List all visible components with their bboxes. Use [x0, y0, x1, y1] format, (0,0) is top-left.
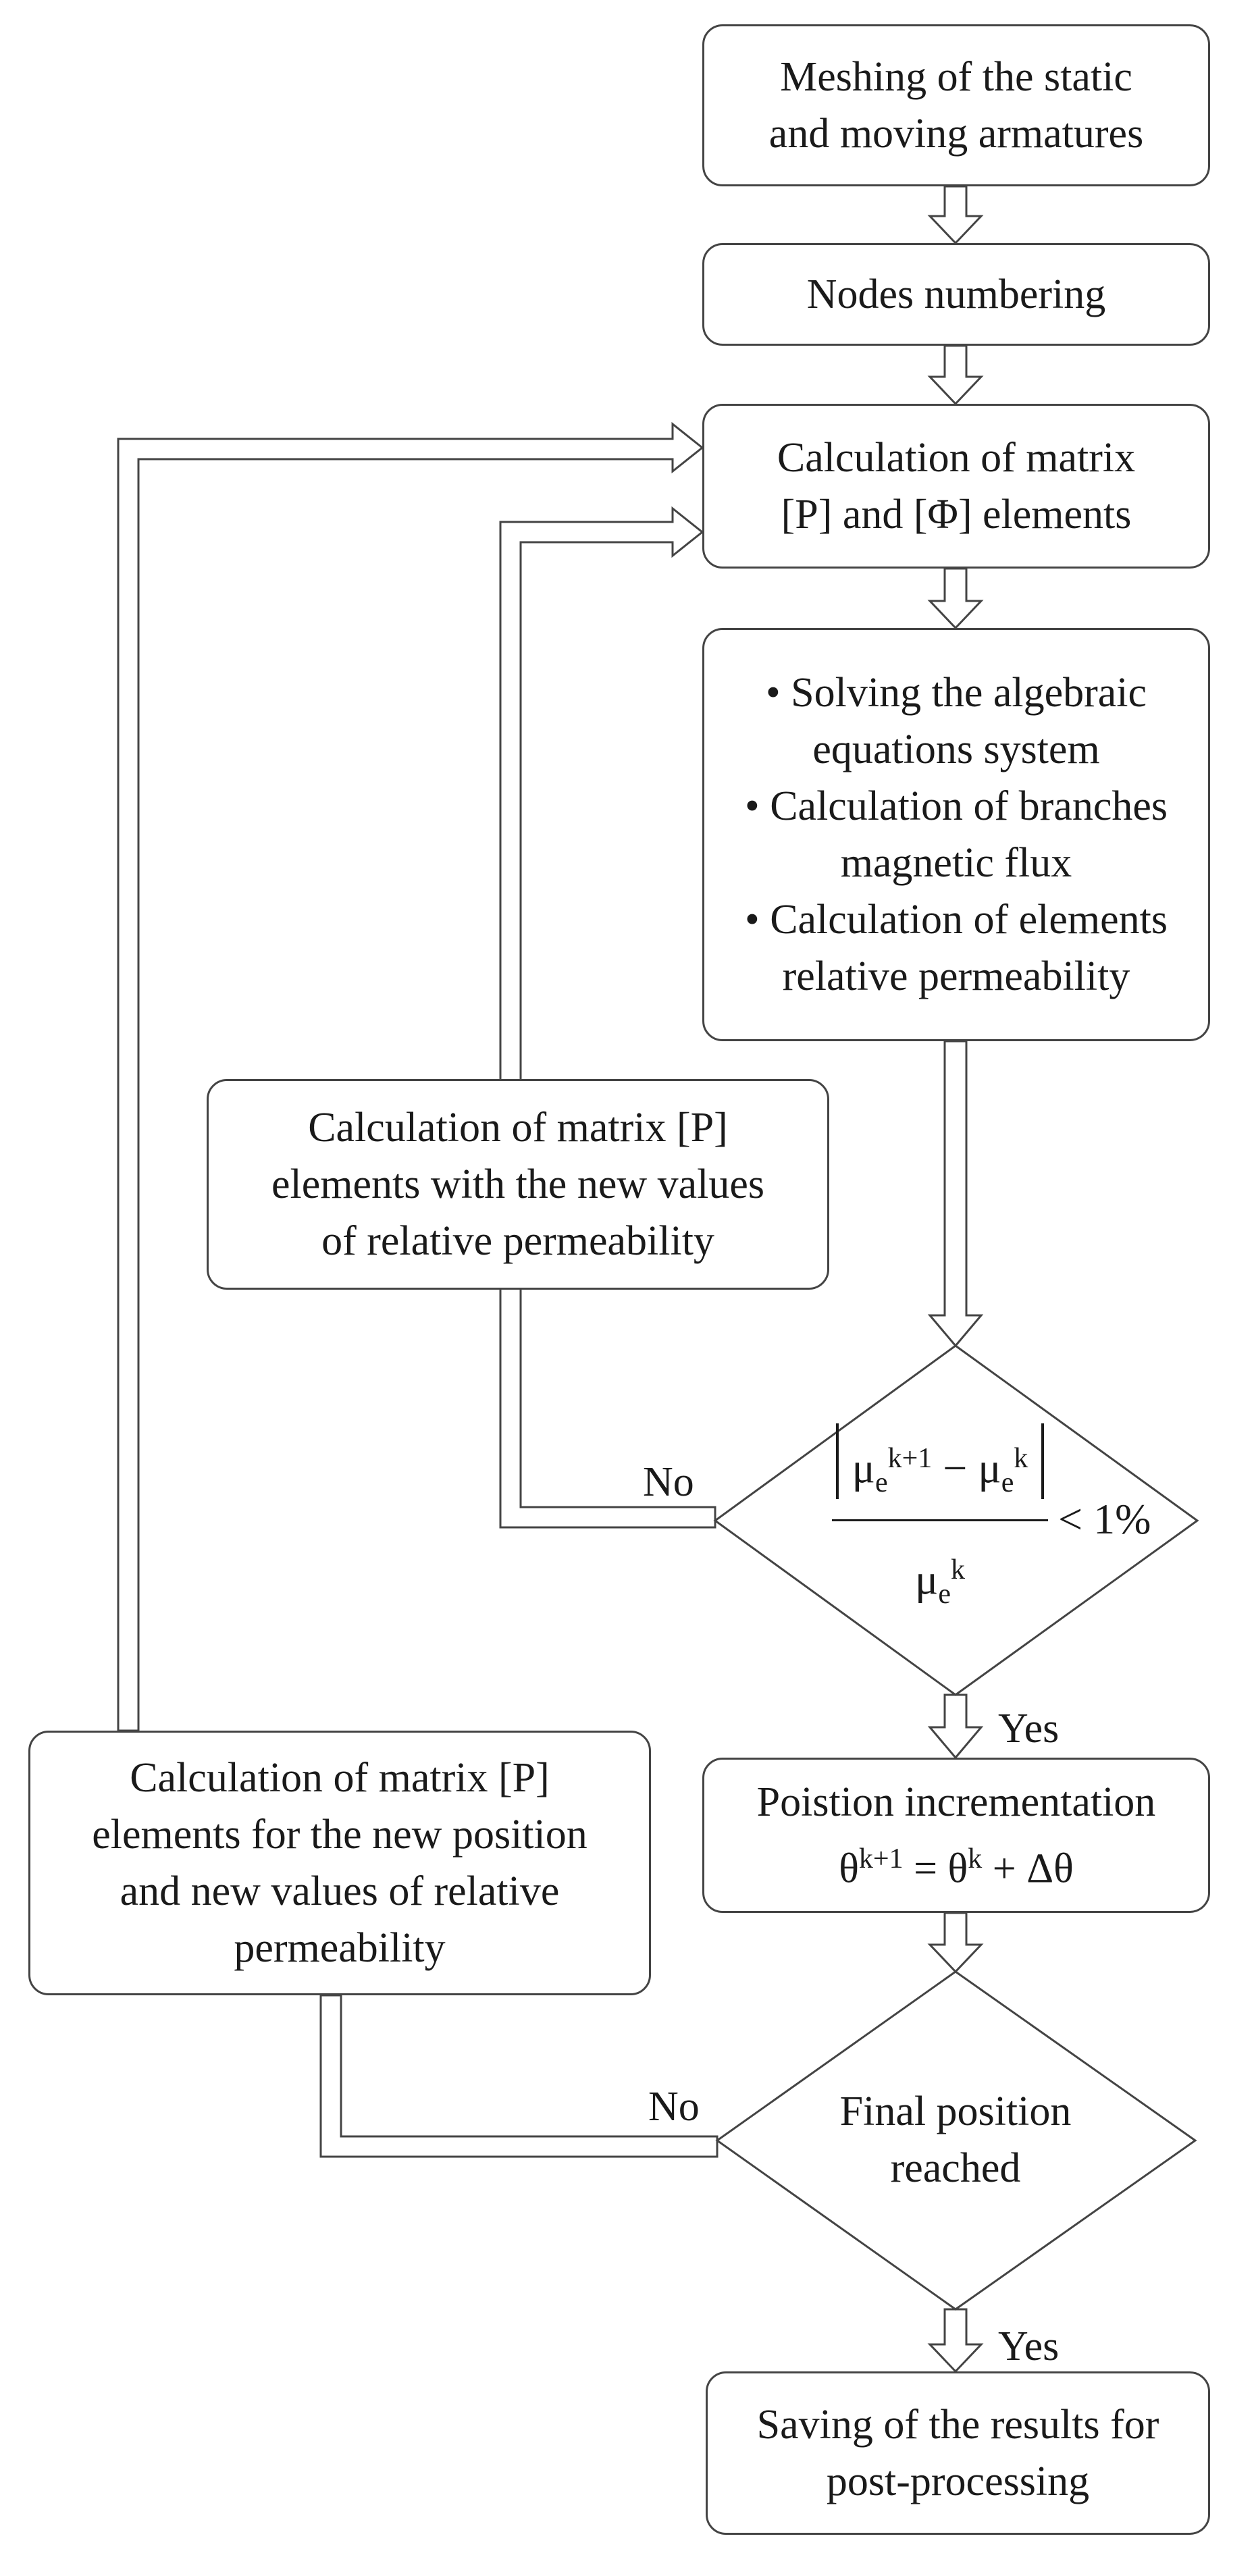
box-recalc-position: Calculation of matrix [P] elements for t… — [28, 1731, 651, 1995]
theta-superscript-next: k+1 — [858, 1843, 904, 1874]
box-solving-line5: Calculation of elements — [745, 891, 1168, 948]
box-solving-line3: Calculation of branches — [745, 778, 1168, 835]
formula-numerator: μek+1 − μek — [832, 1418, 1048, 1499]
plus-delta-theta: + Δθ — [982, 1845, 1074, 1892]
formula-fraction: μek+1 − μek μek — [832, 1418, 1048, 1621]
box-meshing-line1: Meshing of the static — [780, 54, 1132, 100]
theta-symbol: θ — [839, 1845, 859, 1892]
mu-next: μ — [852, 1444, 875, 1492]
mu-current-sup: k — [1014, 1443, 1028, 1474]
box-calc-matrix-line2: [P] and [Φ] elements — [781, 492, 1132, 537]
box-nodes: Nodes numbering — [702, 243, 1210, 346]
loop-no-permeability — [499, 506, 716, 1529]
box-nodes-label: Nodes numbering — [806, 271, 1106, 317]
mu-current: μ — [978, 1444, 1001, 1492]
mu-next-sup: k+1 — [887, 1443, 933, 1474]
box-increment-line1: Poistion incrementation — [756, 1779, 1156, 1825]
abs-bar-left — [836, 1423, 839, 1499]
decision-final-diamond — [715, 1970, 1197, 2311]
box-saving-line1: Saving of the results for — [756, 2402, 1159, 2448]
mu-denominator: μ — [915, 1555, 939, 1604]
loop-up-position — [117, 421, 704, 1732]
box-saving: Saving of the results for post-processin… — [706, 2371, 1210, 2535]
box-recalc-position-line2: elements for the new position — [92, 1812, 587, 1858]
arrow-solving-to-decision — [927, 1040, 984, 1348]
arrow-nodes-to-calc — [927, 344, 984, 406]
formula-denominator: μek — [832, 1533, 1048, 1631]
label-no-convergence: No — [643, 1459, 694, 1505]
arrow-final-to-saving — [927, 2308, 984, 2373]
minus-sign: − — [943, 1444, 968, 1492]
box-recalc-position-line3: and new values of relative — [120, 1868, 560, 1914]
theta-superscript-current: k — [968, 1843, 983, 1874]
mu-denominator-sub: e — [938, 1579, 951, 1610]
box-recalc-permeability-line1: Calculation of matrix [P] — [308, 1105, 728, 1151]
box-calc-matrix: Calculation of matrix [P] and [Φ] elemen… — [702, 404, 1210, 569]
mu-denominator-sup: k — [950, 1554, 965, 1585]
mu-next-sub: e — [874, 1467, 888, 1499]
box-increment: Poistion incrementation θk+1 = θk + Δθ — [702, 1758, 1210, 1913]
convergence-formula: μek+1 − μek μek < 1% — [832, 1418, 1151, 1621]
decision-final-text: Final position reached — [753, 2083, 1158, 2197]
box-solving-line4: magnetic flux — [840, 840, 1072, 886]
arrow-meshing-to-nodes — [927, 185, 984, 245]
box-recalc-permeability: Calculation of matrix [P] elements with … — [207, 1079, 829, 1290]
arrow-increment-to-final — [927, 1912, 984, 1974]
box-recalc-permeability-line3: of relative permeability — [321, 1218, 714, 1264]
box-solving-line1: Solving the algebraic — [766, 664, 1147, 721]
loop-no-position — [319, 1994, 719, 2158]
label-no-final: No — [648, 2084, 700, 2130]
label-yes-convergence: Yes — [998, 1706, 1060, 1752]
box-saving-line2: post-processing — [826, 2459, 1090, 2504]
fraction-bar — [832, 1519, 1048, 1521]
box-increment-formula: θk+1 = θk + Δθ — [839, 1831, 1074, 1897]
arrow-decision-to-increment — [927, 1693, 984, 1760]
box-recalc-permeability-line2: elements with the new values — [271, 1161, 764, 1207]
box-solving-line6: relative permeability — [782, 953, 1130, 999]
mu-current-sub: e — [1001, 1467, 1014, 1499]
box-solving: Solving the algebraic equations system C… — [702, 628, 1210, 1041]
box-recalc-position-line1: Calculation of matrix [P] — [130, 1755, 550, 1801]
label-yes-final: Yes — [998, 2323, 1060, 2369]
box-solving-line2: equations system — [812, 727, 1100, 772]
box-recalc-position-line4: permeability — [234, 1925, 446, 1971]
box-meshing-line2: and moving armatures — [768, 111, 1144, 157]
abs-bar-right — [1041, 1423, 1044, 1499]
equals-theta: = θ — [903, 1845, 968, 1892]
box-meshing: Meshing of the static and moving armatur… — [702, 24, 1210, 186]
decision-final-line2: reached — [890, 2145, 1021, 2191]
threshold-label: < 1% — [1058, 1495, 1151, 1543]
box-calc-matrix-line1: Calculation of matrix — [777, 435, 1136, 481]
decision-final-line1: Final position — [839, 2088, 1072, 2134]
arrow-calc-to-solving — [927, 567, 984, 630]
